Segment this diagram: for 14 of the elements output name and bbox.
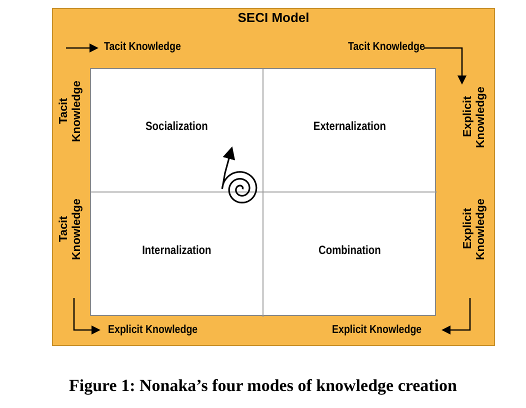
- axis-label: Explicit Knowledge: [462, 86, 488, 148]
- axis-label: Tacit Knowledge: [58, 198, 84, 260]
- quadrant-label: Externalization: [314, 119, 386, 133]
- figure-caption: Figure 1: Nonaka’s four modes of knowledge creation: [68, 376, 457, 396]
- axis-label: Tacit Knowledge: [348, 41, 425, 53]
- axis-label: Explicit Knowledge: [462, 198, 488, 260]
- quadrant-label: Internalization: [142, 243, 212, 257]
- quadrant-label: Combination: [318, 243, 382, 257]
- quadrant-label: Socialization: [146, 119, 208, 133]
- diagram-title: SECI Model: [238, 10, 310, 25]
- axis-label: Explicit Knowledge: [108, 324, 198, 336]
- axis-label: Tacit Knowledge: [58, 80, 84, 142]
- axis-label: Explicit Knowledge: [332, 324, 422, 336]
- axis-label: Tacit Knowledge: [104, 41, 181, 53]
